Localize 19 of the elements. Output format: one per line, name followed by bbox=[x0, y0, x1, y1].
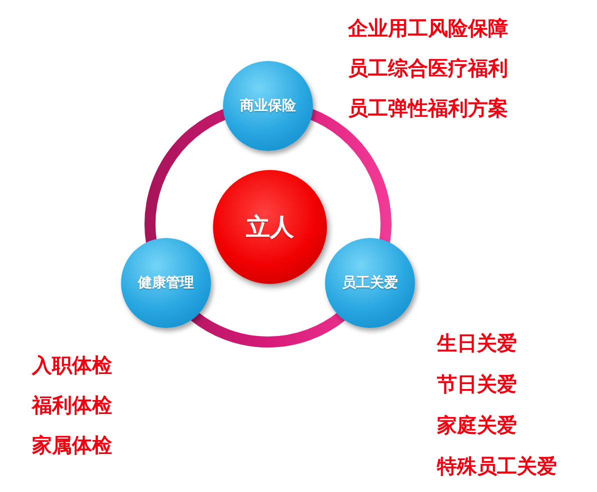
note-text: 家属体检 bbox=[32, 433, 112, 457]
node-label: 商业保险 bbox=[240, 97, 296, 115]
ring-arc bbox=[308, 108, 392, 243]
note-text: 员工弹性福利方案 bbox=[348, 96, 508, 120]
ring-arc bbox=[144, 108, 228, 243]
center-circle bbox=[213, 170, 327, 284]
node-label: 健康管理 bbox=[138, 274, 194, 292]
note-text: 福利体检 bbox=[32, 393, 112, 417]
note-text: 节日关爱 bbox=[437, 372, 517, 396]
note-text: 企业用工风险保障 bbox=[348, 16, 508, 40]
note-text: 员工综合医疗福利 bbox=[348, 56, 508, 80]
node-label: 员工关爱 bbox=[342, 274, 398, 292]
ring-arc bbox=[190, 311, 346, 348]
topic-circle bbox=[325, 238, 416, 328]
note-text: 生日关爱 bbox=[437, 331, 517, 355]
node-label: 立人 bbox=[246, 212, 294, 243]
note-text: 家庭关爱 bbox=[437, 413, 517, 437]
note-text: 入职体检 bbox=[32, 353, 112, 377]
note-text: 特殊员工关爱 bbox=[437, 454, 557, 478]
